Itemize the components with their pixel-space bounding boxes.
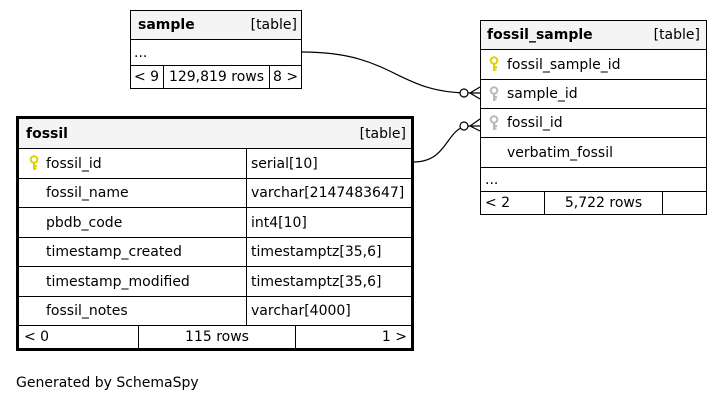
foreign-key-icon [489,115,499,130]
table-type-label: [table] [653,27,700,43]
foreign-key-icon [489,86,499,101]
row-count: 115 rows [138,326,295,348]
sample-edge-crowfoot-marker [468,86,481,100]
column-type: int4[10] [246,208,307,237]
parents-count[interactable]: < 9 [134,69,160,85]
column-name[interactable]: pbdb_code [46,214,123,231]
row-count: 129,819 rows [163,66,269,88]
column-name[interactable]: verbatim_fossil [507,144,613,161]
children-count[interactable]: 8 > [269,66,301,88]
column-type: varchar[4000] [246,297,351,325]
fossil-table-header[interactable]: fossil [table] [19,119,411,148]
fossil-edge-crowfoot-marker [468,118,481,132]
table-name[interactable]: fossil [26,125,68,142]
column-row[interactable]: pbdb_code int4[10] [19,207,411,237]
fossil-sample-footer-row: < 2 5,722 rows [481,191,706,214]
children-count-cell [662,192,706,214]
column-type: timestamptz[35,6] [246,238,381,266]
generated-by-label: Generated by SchemaSpy [16,375,199,391]
column-row[interactable]: fossil_sample_id [481,49,706,79]
column-name[interactable]: sample_id [507,86,578,102]
column-name[interactable]: fossil_sample_id [507,56,621,73]
fossil-to-fossil-sample-edge [412,125,471,163]
column-name[interactable]: fossil_id [507,115,563,131]
column-name[interactable]: timestamp_created [46,244,182,260]
row-count: 5,722 rows [544,192,662,214]
sample-to-fossil-sample-edge [301,51,471,94]
fossil-table[interactable]: fossil [table] fossil_id serial[10] foss… [16,116,414,351]
column-row[interactable]: sample_id [481,79,706,108]
column-row[interactable]: verbatim_fossil [481,137,706,167]
fossil-footer-row: < 0 115 rows 1 > [19,325,411,348]
fossil-sample-table-header[interactable]: fossil_sample [table] [481,21,706,49]
children-count[interactable]: 1 > [295,326,407,348]
column-row[interactable]: fossil_id serial[10] [19,148,411,178]
column-name[interactable]: fossil_notes [46,303,128,319]
column-type: serial[10] [246,149,318,178]
parents-count[interactable]: < 0 [24,329,50,345]
column-row[interactable]: timestamp_created timestamptz[35,6] [19,237,411,266]
sample-ellipsis-row: ... [131,39,301,65]
parents-count[interactable]: < 2 [485,195,511,211]
ellipsis: ... [485,171,499,188]
sample-footer-row: < 9 129,819 rows 8 > [131,65,301,88]
ellipsis: ... [134,44,148,61]
column-name[interactable]: timestamp_modified [46,273,190,290]
table-name[interactable]: fossil_sample [487,27,593,43]
table-type-label: [table] [250,17,297,33]
fossil-edge-zero-marker [459,121,469,131]
column-name[interactable]: fossil_name [46,185,129,201]
column-row[interactable]: timestamp_modified timestamptz[35,6] [19,266,411,296]
column-name[interactable]: fossil_id [46,155,102,172]
column-type: varchar[2147483647] [246,179,404,207]
sample-edge-zero-marker [459,88,469,98]
column-row[interactable]: fossil_notes varchar[4000] [19,296,411,325]
table-name[interactable]: sample [138,17,195,33]
fossil-sample-table[interactable]: fossil_sample [table] fossil_sample_id s… [480,20,707,215]
column-row[interactable]: fossil_name varchar[2147483647] [19,178,411,207]
table-type-label: [table] [359,125,406,142]
fossil-sample-ellipsis-row: ... [481,167,706,191]
primary-key-icon [29,155,39,170]
column-row[interactable]: fossil_id [481,108,706,137]
column-type: timestamptz[35,6] [246,267,381,296]
sample-table[interactable]: sample [table] ... < 9 129,819 rows 8 > [130,10,302,89]
primary-key-icon [489,56,499,71]
sample-table-header[interactable]: sample [table] [131,11,301,39]
